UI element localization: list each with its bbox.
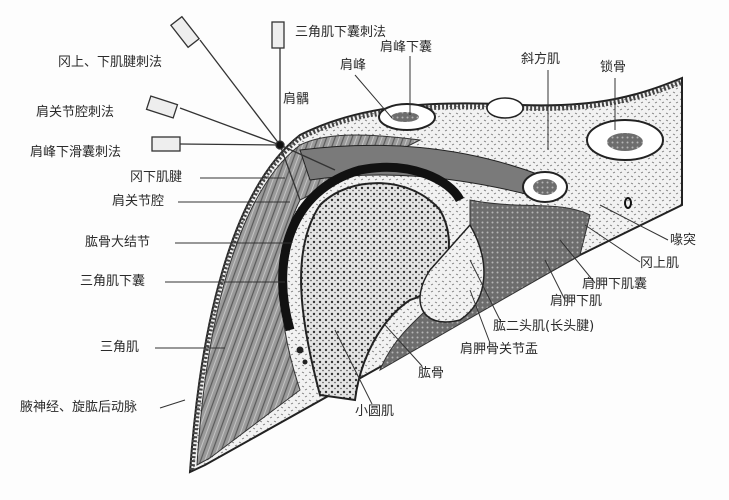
label-supra-infra-tendon-needling: 冈上、下肌腱刺法 <box>58 55 163 70</box>
vessel <box>624 197 632 209</box>
leader-line <box>159 399 186 409</box>
leader-line <box>584 224 641 263</box>
label-teres-minor: 小圆肌 <box>355 404 395 419</box>
trapezius-bone <box>486 97 524 119</box>
label-clavicle: 锁骨 <box>600 60 627 75</box>
label-acromion: 肩峰 <box>340 58 367 73</box>
label-trapezius: 斜方肌 <box>521 52 561 67</box>
leader-line <box>544 259 566 301</box>
label-deltoid-bursa-needling: 三角肌下囊刺法 <box>295 25 387 40</box>
syringe-icon <box>169 15 201 49</box>
label-subacromial-bursa: 肩峰下囊 <box>380 40 433 55</box>
axillary-vessel <box>302 359 308 365</box>
glenoid <box>419 223 485 323</box>
humeral-head <box>300 182 450 402</box>
label-humerus: 肱骨 <box>418 366 445 381</box>
acromion-marrow <box>391 112 419 122</box>
leader-lines <box>155 56 669 409</box>
syringe-icon <box>145 95 179 119</box>
label-glenoid: 肩胛骨关节盂 <box>460 342 539 357</box>
leader-line <box>469 289 491 344</box>
leader-line <box>469 259 501 321</box>
label-subdeltoid-bursa: 三角肌下囊 <box>80 274 146 289</box>
label-joint-cavity: 肩关节腔 <box>112 194 165 209</box>
label-infraspinatus-tendon: 冈下肌腱 <box>130 170 183 185</box>
label-supraspinatus: 冈上肌 <box>640 256 680 271</box>
label-coracoid: 喙突 <box>670 233 697 248</box>
label-biceps-long-head: 肱二头肌(长头腱) <box>493 319 595 334</box>
syringe-icon <box>271 21 285 49</box>
label-deltoid: 三角肌 <box>100 340 140 355</box>
joint-capsule <box>278 162 465 332</box>
label-subscapularis-bursa: 肩胛下肌囊 <box>582 277 648 292</box>
leader-line <box>384 324 423 367</box>
label-greater-tubercle: 肱骨大结节 <box>85 235 151 250</box>
leader-line <box>599 204 669 241</box>
syringe-icon <box>151 136 181 152</box>
label-joint-cavity-needling: 肩关节腔刺法 <box>36 105 115 120</box>
skin-layer <box>189 79 683 471</box>
label-jianyu-point: 肩髃 <box>283 92 310 107</box>
axillary-vessel <box>296 346 304 354</box>
coracoid-marrow <box>533 179 557 195</box>
clavicle-marrow <box>607 133 643 151</box>
label-subscapularis: 肩胛下肌 <box>550 294 603 309</box>
leader-line <box>559 239 596 284</box>
label-subacromial-synovial-needling: 肩峰下滑囊刺法 <box>30 145 122 160</box>
needles <box>145 15 336 201</box>
leader-line <box>334 329 373 405</box>
leader-line <box>354 74 393 119</box>
label-axillary-nerve-artery: 腋神经、旋肱后动脉 <box>20 400 138 415</box>
